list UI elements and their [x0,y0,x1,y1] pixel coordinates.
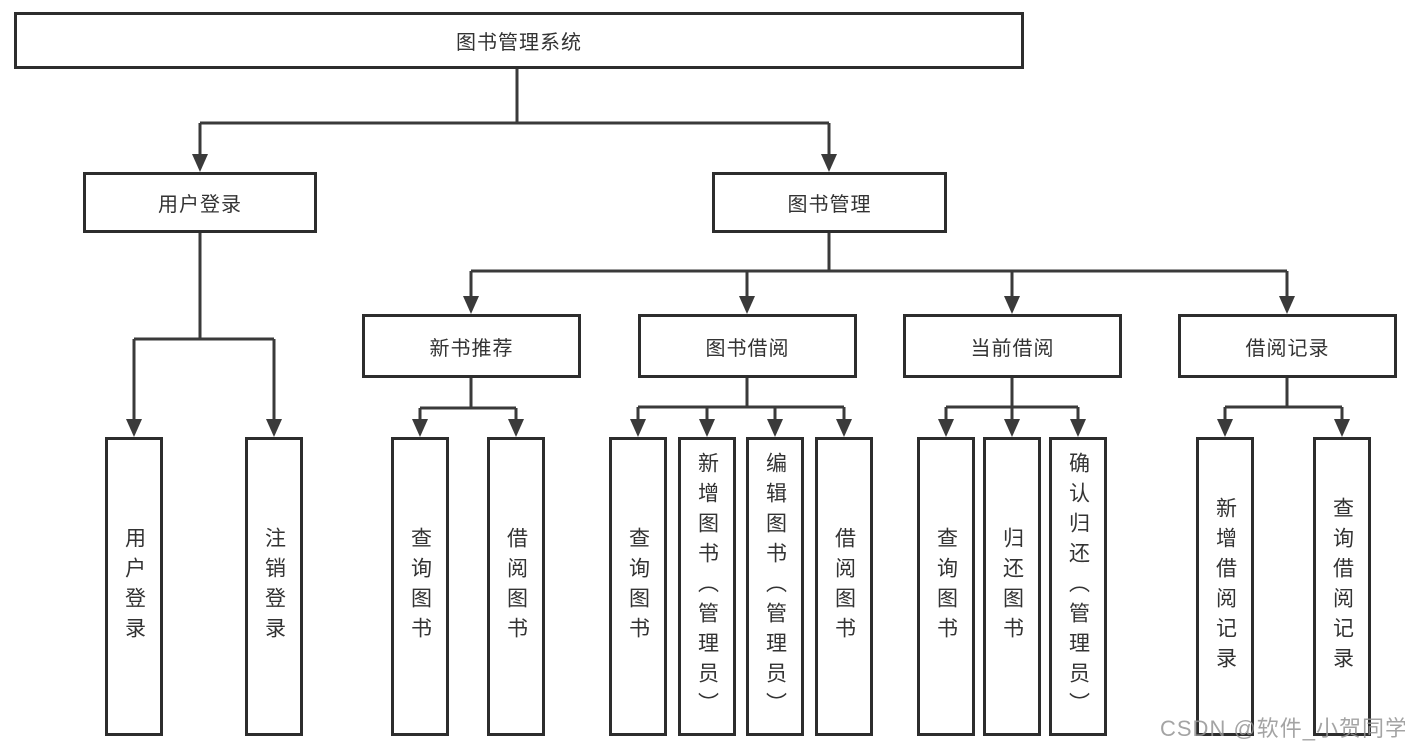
arrowhead [1334,419,1350,437]
node-borrowing-records: 借阅记录 [1178,314,1397,378]
arrowhead [1070,419,1086,437]
arrowhead [266,419,282,437]
leaf-records-add-record: 新增借阅记录 [1196,437,1254,736]
node-library-management-system: 图书管理系统 [14,12,1024,69]
node-current-borrowing: 当前借阅 [903,314,1122,378]
connector-records-to-leaves [1223,378,1344,421]
connector-current-to-leaves [944,378,1080,421]
connector-recommend-to-leaves [418,378,518,421]
leaf-borrow-query-books: 查询图书 [609,437,667,736]
leaf-borrow-add-books-admin: 新增图书（管理员） [678,437,736,736]
arrowhead [1217,419,1233,437]
leaf-user-login: 用户登录 [105,437,163,736]
connector-root-to-level2 [198,69,831,156]
arrowhead [126,419,142,437]
connector-borrow-to-leaves [636,378,846,421]
node-book-borrowing: 图书借阅 [638,314,857,378]
leaf-borrow-edit-books-admin: 编辑图书（管理员） [746,437,804,736]
connector-manage-to-level3 [469,233,1289,298]
leaf-records-query-record: 查询借阅记录 [1313,437,1371,736]
arrowhead [821,154,837,172]
arrowhead [739,296,755,314]
node-new-book-recommend: 新书推荐 [362,314,581,378]
leaf-current-confirm-return-admin: 确认归还（管理员） [1049,437,1107,736]
node-book-management: 图书管理 [712,172,947,233]
connector-login-to-leaves [132,233,276,421]
arrowhead [767,419,783,437]
arrowhead [836,419,852,437]
leaf-logout: 注销登录 [245,437,303,736]
leaf-borrow-borrow-books: 借阅图书 [815,437,873,736]
arrowhead [463,296,479,314]
arrowhead [192,154,208,172]
leaf-current-return-books: 归还图书 [983,437,1041,736]
arrowhead [508,419,524,437]
arrowhead [699,419,715,437]
arrowhead [630,419,646,437]
arrowhead [1004,419,1020,437]
arrowhead [412,419,428,437]
arrowhead [1004,296,1020,314]
csdn-watermark: CSDN @软件_小贺同学 [1160,716,1405,741]
leaf-current-query-books: 查询图书 [917,437,975,736]
leaf-recommend-borrow-books: 借阅图书 [487,437,545,736]
arrowhead [938,419,954,437]
node-user-login: 用户登录 [83,172,317,233]
leaf-recommend-query-books: 查询图书 [391,437,449,736]
arrowhead [1279,296,1295,314]
